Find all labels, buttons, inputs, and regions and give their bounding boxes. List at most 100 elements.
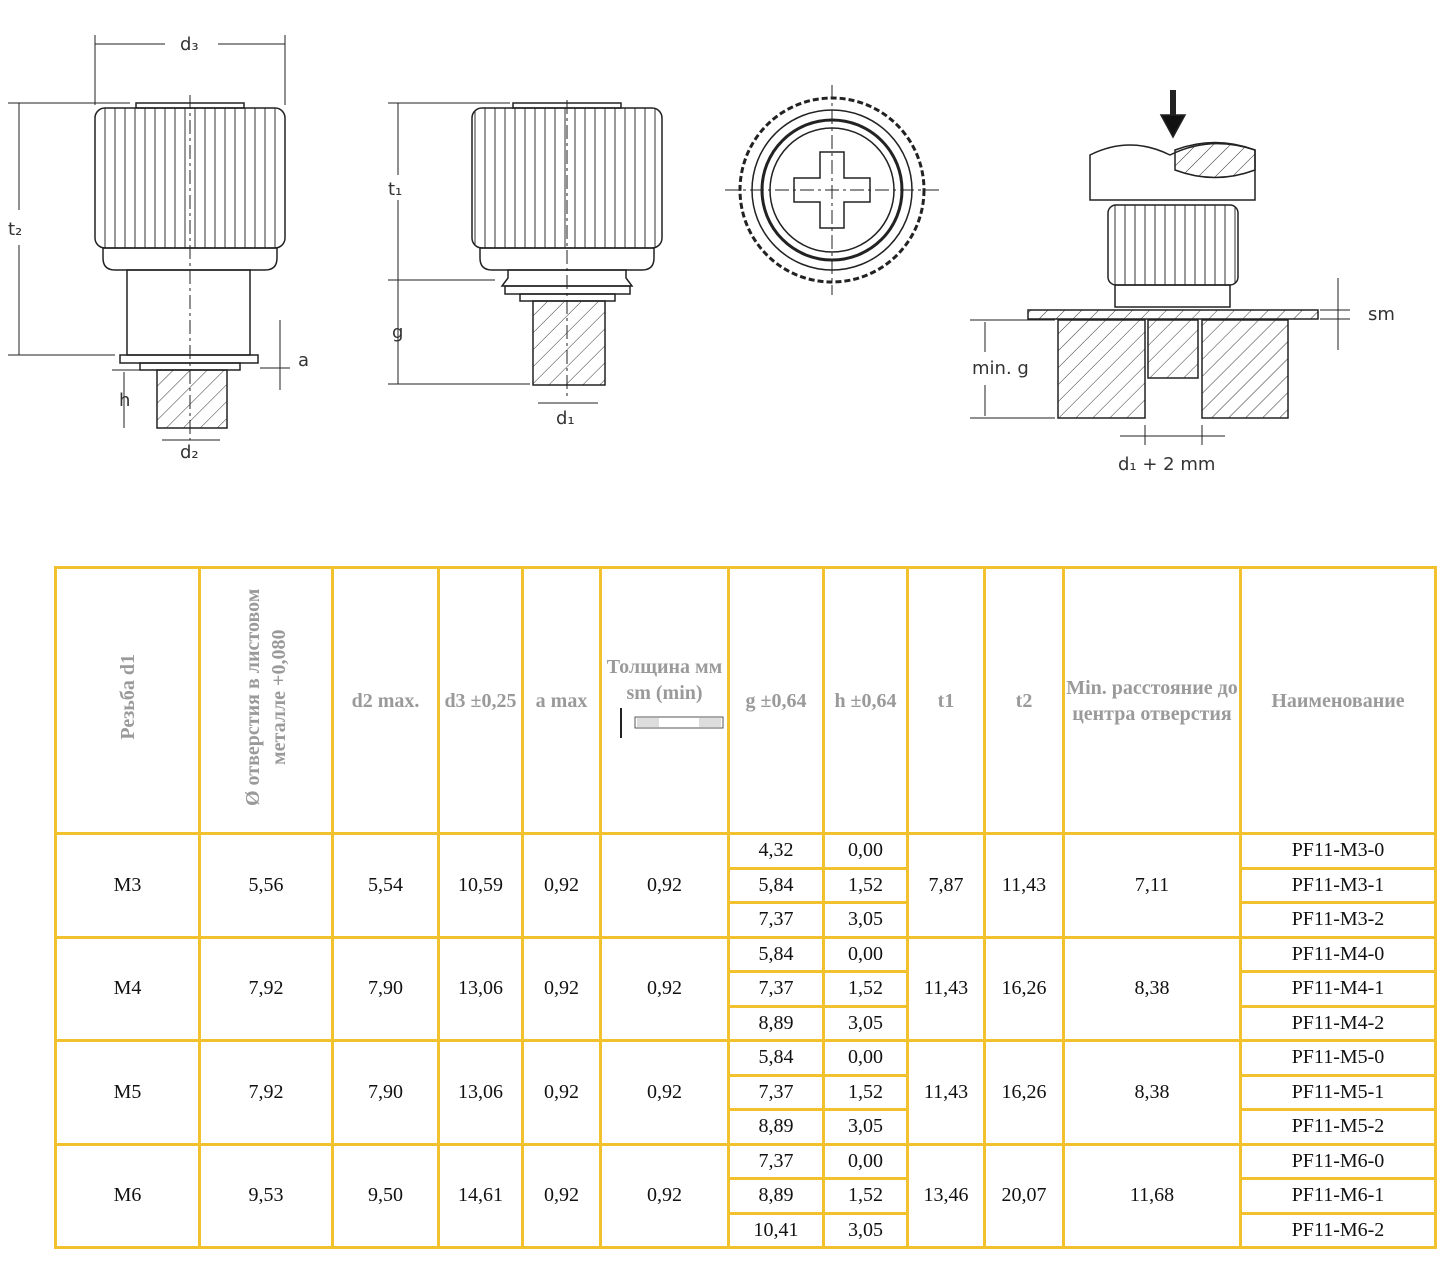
cell-d2: 7,90: [331, 1039, 440, 1146]
dim-t1-label: t₁: [388, 179, 402, 200]
cell-d2: 7,90: [331, 935, 440, 1042]
cell-d2: 9,50: [331, 1142, 440, 1249]
cell-d3: 10,59: [437, 832, 524, 939]
technical-drawings: d₃ t₂ a h d₂ t₁ g d₁: [8, 34, 1395, 475]
cell-g: 8,89: [727, 1177, 825, 1215]
header-a: a max: [521, 566, 602, 835]
cell-min-dist: 8,38: [1062, 1039, 1242, 1146]
cell-part-name: PF11-M3-0: [1239, 832, 1437, 870]
specifications-table: Резьба d1 Ø отверстия в листовом металле …: [54, 566, 1437, 1249]
header-g: g ±0,64: [727, 566, 825, 835]
cell-h: 3,05: [822, 901, 909, 939]
dim-d2-label: d₂: [180, 442, 199, 463]
installation-view: sm min. g d₁ + 2 mm: [970, 90, 1395, 475]
cell-t1: 11,43: [906, 1039, 986, 1146]
cell-part-name: PF11-M3-1: [1239, 866, 1437, 904]
cell-t1: 7,87: [906, 832, 986, 939]
cell-g: 8,89: [727, 1108, 825, 1146]
cell-h: 1,52: [822, 1177, 909, 1215]
cell-g: 7,37: [727, 1073, 825, 1111]
cell-part-name: PF11-M6-0: [1239, 1142, 1437, 1180]
header-label: h ±0,64: [834, 689, 897, 712]
cell-h: 0,00: [822, 832, 909, 870]
cell-part-name: PF11-M6-2: [1239, 1211, 1437, 1249]
cell-h: 0,00: [822, 935, 909, 973]
cell-hole: 9,53: [198, 1142, 334, 1249]
cell-g: 5,84: [727, 1039, 825, 1077]
side-view-retracted: t₁ g d₁: [388, 100, 663, 429]
cell-min-dist: 11,68: [1062, 1142, 1242, 1249]
cell-g: 7,37: [727, 970, 825, 1008]
header-label: a max: [535, 689, 588, 712]
cell-d1: M4: [54, 935, 201, 1042]
cell-h: 0,00: [822, 1039, 909, 1077]
header-label: Толщина мм sm (min): [606, 656, 723, 704]
cell-a: 0,92: [521, 832, 602, 939]
cell-part-name: PF11-M5-0: [1239, 1039, 1437, 1077]
dim-sm-label: sm: [1368, 304, 1395, 325]
cell-d1: M6: [54, 1142, 201, 1249]
header-label: Ø отверстия в листовом металле +0,080: [242, 588, 290, 806]
cell-d2: 5,54: [331, 832, 440, 939]
header-label: t2: [1015, 689, 1033, 712]
cell-t2: 16,26: [983, 935, 1065, 1042]
header-thread: Резьба d1: [54, 566, 201, 835]
header-h: h ±0,64: [822, 566, 909, 835]
cell-g: 7,37: [727, 901, 825, 939]
cell-part-name: PF11-M5-2: [1239, 1108, 1437, 1146]
header-label: g ±0,64: [745, 689, 807, 712]
cell-hole: 7,92: [198, 935, 334, 1042]
cell-d3: 14,61: [437, 1142, 524, 1249]
dim-d3-label: d₃: [180, 34, 199, 55]
dim-t2-label: t₂: [8, 219, 22, 240]
cell-min-dist: 8,38: [1062, 935, 1242, 1042]
header-d2: d2 max.: [331, 566, 440, 835]
header-min-distance: Min. расстояние до центра отверстия: [1062, 566, 1242, 835]
cell-t2: 11,43: [983, 832, 1065, 939]
cell-h: 1,52: [822, 1073, 909, 1111]
cell-g: 5,84: [727, 935, 825, 973]
cell-h: 3,05: [822, 1108, 909, 1146]
cell-g: 8,89: [727, 1004, 825, 1042]
header-d3: d3 ±0,25: [437, 566, 524, 835]
header-sheet-thickness: Толщина мм sm (min): [599, 566, 730, 835]
cell-h: 0,00: [822, 1142, 909, 1180]
cell-t2: 16,26: [983, 1039, 1065, 1146]
cell-hole: 5,56: [198, 832, 334, 939]
cell-g: 7,37: [727, 1142, 825, 1180]
cell-part-name: PF11-M3-2: [1239, 901, 1437, 939]
cell-d1: M3: [54, 832, 201, 939]
header-label: Резьба d1: [116, 654, 139, 740]
cell-t1: 13,46: [906, 1142, 986, 1249]
header-t1: t1: [906, 566, 986, 835]
cell-t1: 11,43: [906, 935, 986, 1042]
cell-h: 3,05: [822, 1004, 909, 1042]
cell-part-name: PF11-M6-1: [1239, 1177, 1437, 1215]
header-t2: t2: [983, 566, 1065, 835]
header-label: d2 max.: [351, 689, 420, 712]
cell-d1: M5: [54, 1039, 201, 1146]
cell-part-name: PF11-M4-1: [1239, 970, 1437, 1008]
dim-d1-label: d₁: [556, 408, 575, 429]
cell-hole: 7,92: [198, 1039, 334, 1146]
header-label: d3 ±0,25: [444, 689, 517, 712]
header-label: Min. расстояние до центра отверстия: [1066, 676, 1238, 725]
cell-a: 0,92: [521, 1039, 602, 1146]
cell-sm: 0,92: [599, 832, 730, 939]
cell-min-dist: 7,11: [1062, 832, 1242, 939]
cell-sm: 0,92: [599, 935, 730, 1042]
dim-a-label: a: [298, 350, 309, 371]
cell-t2: 20,07: [983, 1142, 1065, 1249]
